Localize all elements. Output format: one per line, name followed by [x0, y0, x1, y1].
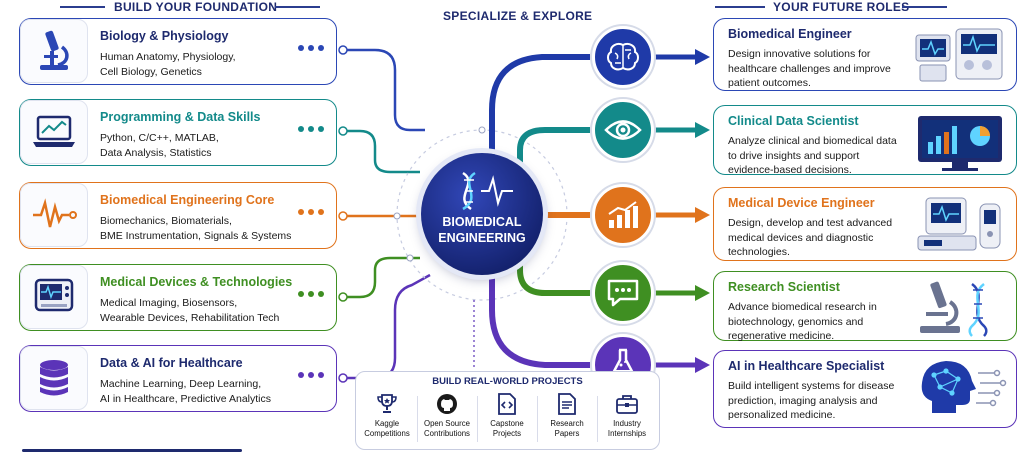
foundation-card-programming[interactable]: Programming & Data Skills Python, C/C++,… — [19, 99, 337, 166]
foundation-title: Medical Devices & Technologies — [100, 275, 293, 289]
medical-devices-icon — [917, 197, 1001, 251]
ai-head-icon — [921, 361, 1007, 413]
header-left-line-a — [60, 6, 105, 8]
project-label: Research Papers — [550, 419, 584, 438]
dots-indicator — [298, 372, 324, 378]
foundation-desc: Biomechanics, Biomaterials, BME Instrume… — [100, 215, 292, 242]
center-title-line2: ENGINEERING — [438, 231, 526, 245]
role-card-research-scientist[interactable]: Research Scientist Advance biomedical re… — [713, 271, 1017, 342]
github-icon — [437, 394, 457, 414]
foundation-card-data-ai[interactable]: Data & AI for Healthcare Machine Learnin… — [19, 345, 337, 412]
divider — [417, 396, 418, 442]
foundation-title: Biology & Physiology — [100, 29, 229, 43]
project-item-kaggle[interactable]: Kaggle Competitions — [358, 392, 416, 438]
foundation-icon-box — [20, 265, 88, 329]
role-card-clinical-data-scientist[interactable]: Clinical Data Scientist Analyze clinical… — [713, 105, 1017, 176]
project-item-research[interactable]: Research Papers — [538, 392, 596, 438]
center-hub: BIOMEDICAL ENGINEERING — [421, 153, 543, 275]
specialize-growth[interactable] — [592, 184, 654, 246]
role-card-biomedical-engineer[interactable]: Biomedical Engineer Design innovative so… — [713, 18, 1017, 91]
foundation-desc: Human Anatomy, Physiology, Cell Biology,… — [100, 51, 236, 78]
role-desc: Design innovative solutions for healthca… — [728, 48, 891, 89]
foundation-title: Data & AI for Healthcare — [100, 356, 243, 370]
role-title: Clinical Data Scientist — [728, 114, 859, 128]
data-dashboard-icon — [918, 116, 1002, 171]
role-desc: Advance biomedical research in biotechno… — [728, 301, 877, 342]
center-title-line1: BIOMEDICAL — [442, 215, 522, 229]
eye-icon — [604, 120, 642, 140]
microscope-icon — [40, 30, 69, 70]
trophy-icon — [377, 394, 397, 413]
role-desc: Analyze clinical and biomedical data to … — [728, 135, 897, 176]
project-label: Open Source Contributions — [424, 419, 470, 438]
brain-icon — [607, 42, 639, 71]
header-specialize: SPECIALIZE & EXPLORE — [443, 9, 593, 23]
foundation-card-biology[interactable]: Biology & Physiology Human Anatomy, Phys… — [19, 18, 337, 85]
foundation-icon-box — [20, 100, 88, 164]
header-right-line-b — [902, 6, 947, 8]
foundation-icon-box — [20, 19, 88, 83]
dots-indicator — [298, 291, 324, 297]
project-item-internships[interactable]: Industry Internships — [598, 392, 656, 438]
foundation-title: Programming & Data Skills — [100, 110, 261, 124]
laptop-chart-icon — [33, 115, 75, 147]
specialize-chat[interactable] — [592, 262, 654, 324]
divider — [477, 396, 478, 442]
foundation-card-bme-core[interactable]: Biomedical Engineering Core Biomechanics… — [19, 182, 337, 249]
code-file-icon — [498, 393, 516, 415]
project-label: Capstone Projects — [490, 419, 524, 438]
project-label: Industry Internships — [607, 419, 647, 438]
role-desc: Build intelligent systems for disease pr… — [728, 380, 895, 421]
project-item-open-source[interactable]: Open Source Contributions — [418, 392, 476, 438]
specialize-eye[interactable] — [592, 99, 654, 161]
role-card-medical-device-engineer[interactable]: Medical Device Engineer Design, develop … — [713, 187, 1017, 261]
growth-chart-icon — [608, 201, 638, 228]
projects-panel: BUILD REAL-WORLD PROJECTS Kaggle Competi… — [355, 371, 660, 450]
header-foundation: BUILD YOUR FOUNDATION — [114, 0, 278, 14]
briefcase-icon — [616, 395, 638, 414]
role-title: Research Scientist — [728, 280, 840, 294]
projects-title: BUILD REAL-WORLD PROJECTS — [432, 376, 583, 387]
dna-heartbeat-icon — [462, 171, 513, 211]
header-left-line-b — [275, 6, 320, 8]
foundation-title: Biomedical Engineering Core — [100, 193, 275, 207]
project-item-capstone[interactable]: Capstone Projects — [478, 392, 536, 438]
foundation-desc: Python, C/C++, MATLAB, Data Analysis, St… — [100, 132, 219, 159]
foundation-card-medical-devices[interactable]: Medical Devices & Technologies Medical I… — [19, 264, 337, 331]
medical-monitor-icon — [34, 278, 74, 312]
role-desc: Design, develop and test advanced medica… — [728, 217, 893, 258]
medical-equipment-icon — [915, 28, 1003, 82]
signal-wave-icon — [33, 198, 77, 228]
document-icon — [558, 393, 576, 415]
foundation-icon-box — [20, 346, 88, 410]
role-title: Medical Device Engineer — [728, 196, 875, 210]
bottom-edge-bar — [22, 449, 242, 452]
foundation-desc: Medical Imaging, Biosensors, Wearable De… — [100, 297, 280, 324]
foundation-icon-box — [20, 183, 88, 247]
divider — [537, 396, 538, 442]
dots-indicator — [298, 45, 324, 51]
divider — [597, 396, 598, 442]
role-title: Biomedical Engineer — [728, 27, 852, 41]
specialize-brain[interactable] — [592, 26, 654, 88]
foundation-desc: Machine Learning, Deep Learning, AI in H… — [100, 378, 271, 405]
chat-bubble-icon — [607, 279, 639, 307]
dots-indicator — [298, 126, 324, 132]
dots-indicator — [298, 209, 324, 215]
microscope-dna-icon — [920, 281, 988, 337]
project-label: Kaggle Competitions — [364, 419, 410, 438]
role-card-ai-healthcare-specialist[interactable]: AI in Healthcare Specialist Build intell… — [713, 350, 1017, 428]
database-icon — [40, 360, 68, 396]
role-title: AI in Healthcare Specialist — [728, 359, 885, 373]
header-right-line-a — [715, 6, 765, 8]
header-future-roles: YOUR FUTURE ROLES — [773, 0, 910, 14]
